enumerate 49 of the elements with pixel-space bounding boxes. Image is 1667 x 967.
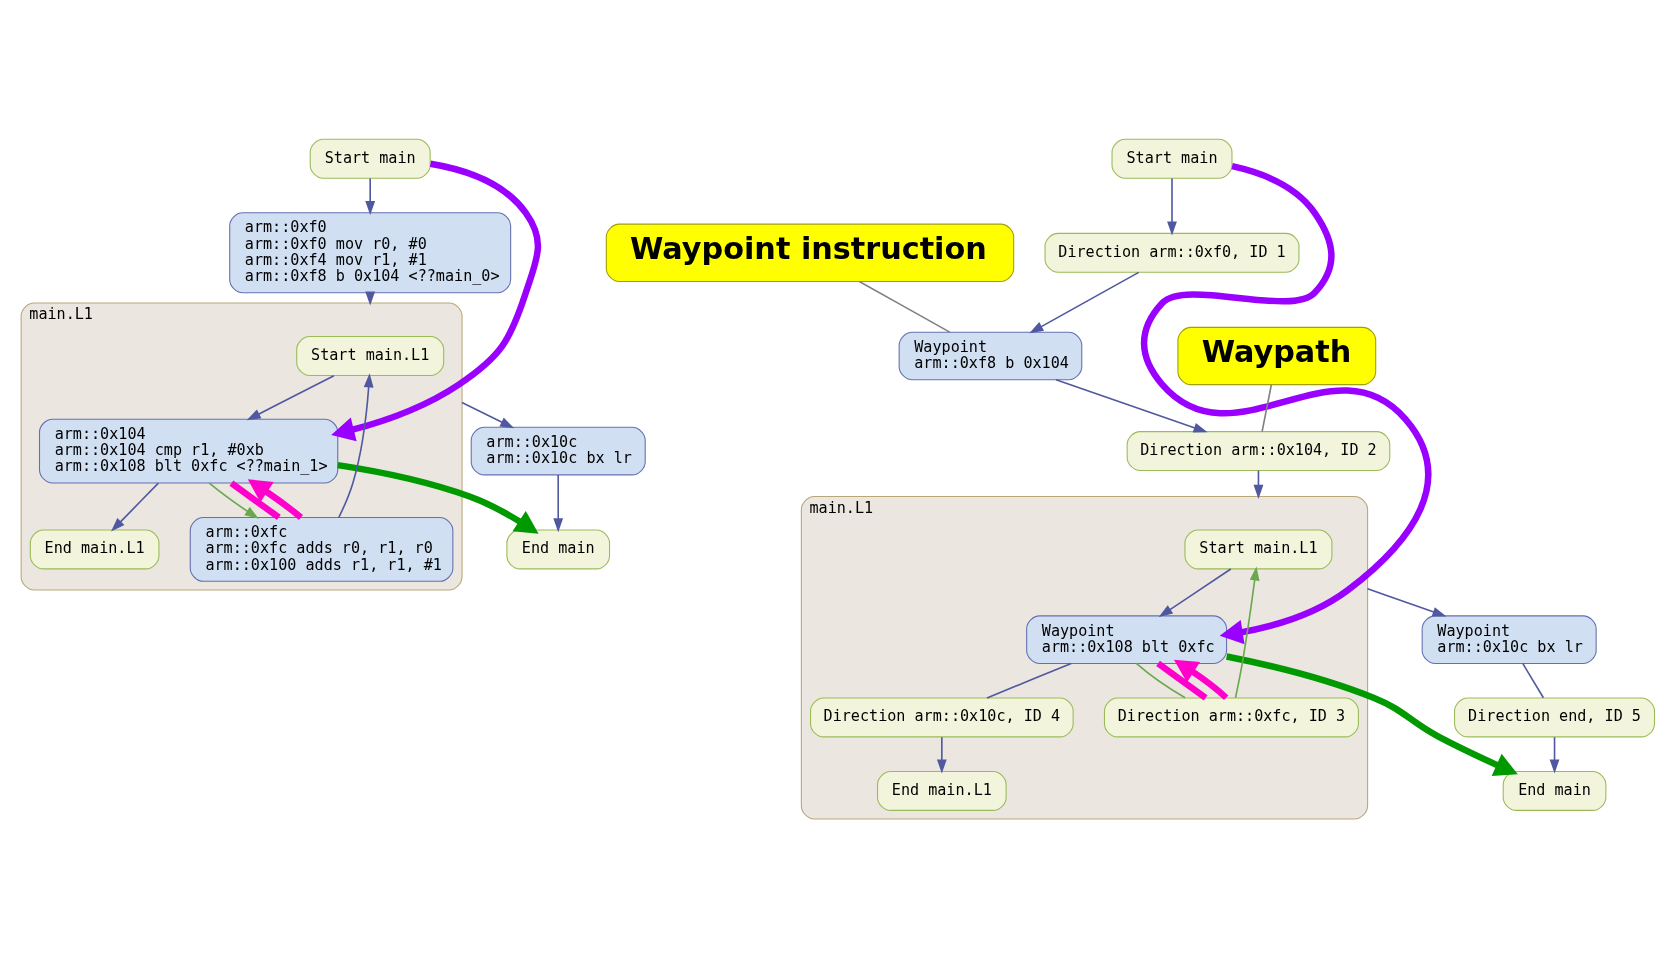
arrow — [208, 482, 259, 519]
arrow — [1029, 271, 1140, 334]
arrow — [1055, 379, 1208, 433]
arrow — [331, 160, 542, 442]
connector — [229, 480, 281, 521]
node-box: Waypoint arm::0x10c bx lr — [1421, 615, 1597, 664]
node-box: arm::0x104 arm::0x104 cmp r1, #0xb arm::0x108 blt 0xfc <??main_1> — [38, 418, 339, 484]
arrow — [247, 479, 303, 520]
node-box: Waypoint arm::0x108 blt 0xfc — [1026, 615, 1228, 664]
node-box: Direction arm::0x10c, ID 4 — [810, 697, 1074, 738]
connector — [1156, 660, 1208, 701]
node-box: arm::0x10c arm::0x10c bx lr — [470, 426, 646, 476]
arrow — [1167, 177, 1177, 236]
arrow — [1366, 588, 1447, 617]
node-box: Start main — [1111, 138, 1233, 179]
arrow — [553, 474, 564, 533]
node-box: Start main.L1 — [296, 336, 445, 376]
node-box: Direction arm::0xf0, ID 1 — [1044, 232, 1300, 273]
node-box: Waypoint instruction — [605, 223, 1015, 282]
node-box: Waypath — [1177, 326, 1377, 386]
node-box: Direction end, ID 5 — [1454, 697, 1656, 738]
connector — [986, 662, 1072, 699]
node-box: Direction arm::0xfc, ID 3 — [1103, 697, 1359, 738]
arrow — [365, 177, 376, 216]
arrow — [1173, 659, 1229, 701]
node-box: Waypoint arm::0xf8 b 0x104 — [898, 331, 1083, 381]
node-box: End main.L1 — [877, 770, 1007, 811]
connector — [1521, 662, 1545, 699]
arrow — [1158, 568, 1232, 618]
arrow — [1140, 163, 1432, 645]
node-box: arm::0xfc arm::0xfc adds r0, r1, r0 arm::0x100 adds r1, r1, #1 — [189, 517, 454, 582]
connector — [1261, 384, 1273, 433]
arrow — [337, 461, 539, 534]
connector — [1135, 662, 1186, 699]
node-box: Direction arm::0x104, ID 2 — [1126, 431, 1391, 472]
arrow — [246, 374, 335, 421]
node-box: End main — [1502, 770, 1607, 811]
arrow — [936, 736, 947, 774]
arrow — [1234, 566, 1260, 699]
node-box: Start main — [309, 138, 431, 179]
arrow — [1549, 736, 1560, 774]
node-box: End main.L1 — [29, 529, 160, 570]
node-box: Start main.L1 — [1184, 529, 1333, 570]
arrow — [111, 482, 160, 532]
arrow — [461, 401, 515, 429]
connector — [858, 280, 951, 333]
arrow — [1226, 653, 1518, 776]
node-box: End main — [506, 529, 611, 570]
arrow — [337, 373, 374, 519]
